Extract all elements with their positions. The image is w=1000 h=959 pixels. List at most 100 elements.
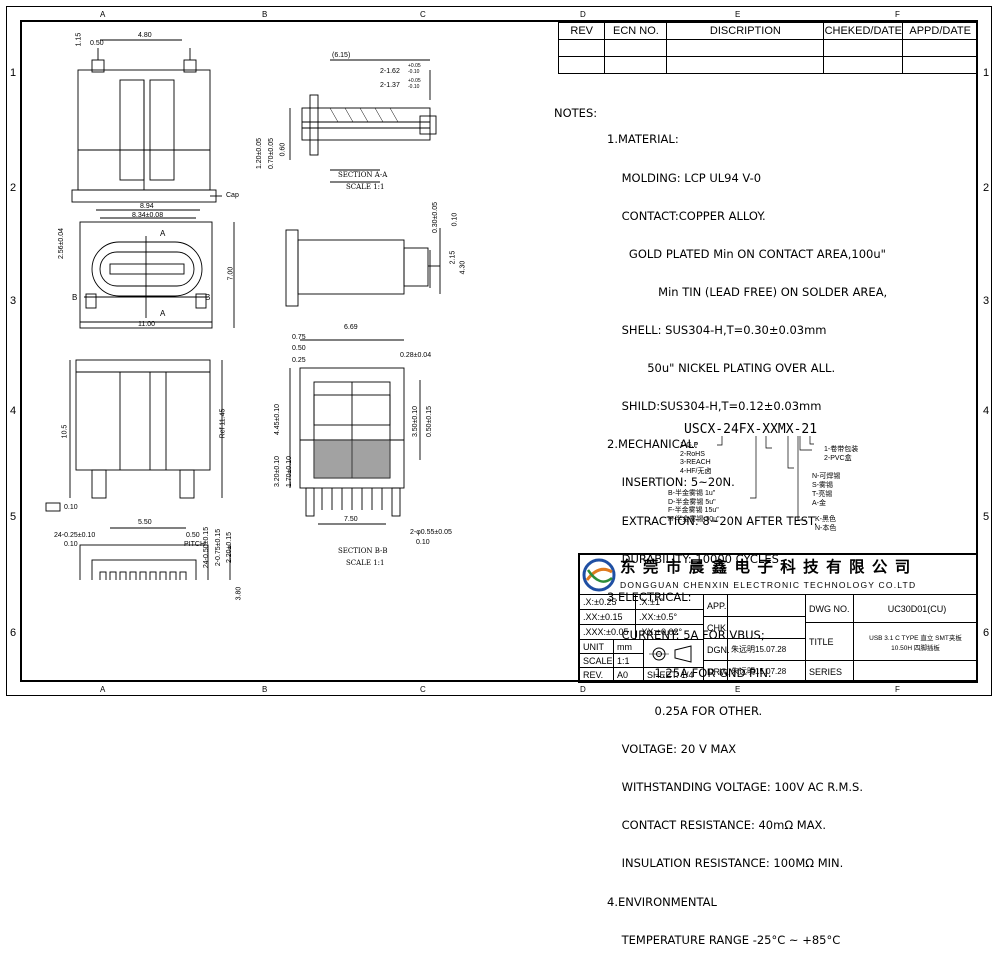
dimension-label: 4.80 — [138, 32, 152, 39]
company-name-en: DONGGUAN CHENXIN ELECTRONIC TECHNOLOGY C… — [620, 580, 917, 590]
dimension-label: 8.94 — [140, 203, 154, 210]
dimension-label: 0.10 — [451, 212, 459, 227]
dimension-label: 7.50 — [344, 516, 358, 523]
company-logo-icon — [582, 558, 616, 592]
dimension-label: 2.56±0.04 — [58, 227, 66, 260]
connector-drawing-views — [45, 39, 441, 580]
dwg-no-value: UC30D01(CU) — [854, 595, 978, 623]
note-line: WITHSTANDING VOLTAGE: 100V AC R.M.S. — [607, 780, 864, 795]
dimension-label: 0.50 — [90, 40, 104, 47]
option-item: N-本色 — [815, 524, 837, 532]
tolerance-label: -0.10 — [408, 69, 420, 75]
ecn-header: ECN NO. — [604, 22, 668, 40]
note-line: GOLD PLATED Min ON CONTACT AREA,100u" — [607, 246, 886, 261]
unit-value: mm — [614, 640, 644, 654]
side-view-2 — [285, 228, 441, 307]
dimension-label: 2-1.62 — [380, 68, 400, 75]
dimension-label: (6.15) — [332, 52, 351, 59]
tolerance-cell: .XX:±0.15 — [580, 610, 636, 625]
dimension-label: 2-φ0.55±0.05 — [410, 529, 452, 536]
front-view — [79, 209, 235, 329]
row-label: 5 — [10, 511, 17, 523]
dimension-label: Cap — [226, 192, 239, 199]
part-code: USCX-24FX-XXMX-21 — [684, 422, 818, 437]
company-name-cn: 东 莞 市 晨 鑫 电 子 科 技 有 限 公 司 — [620, 558, 912, 576]
dimension-label: 0.10 — [416, 539, 430, 546]
section-a-scale: SCALE 1:1 — [346, 183, 385, 191]
drawn-label: DRW. — [704, 661, 730, 683]
drawing-outer-frame — [6, 6, 992, 696]
dimension-label: 0.70±0.05 — [268, 137, 276, 170]
option-item: 2-PVC盒 — [824, 454, 852, 462]
option-item: D-半金雾锡 5u" — [668, 498, 716, 506]
col-label: C — [420, 10, 426, 19]
option-item: K-黑色 — [815, 516, 836, 523]
dimension-label: 0.60 — [279, 142, 287, 157]
section-b-title: SECTION B-B — [338, 547, 388, 555]
note-line: DURABILITY: 10000 CYCLES — [607, 551, 779, 566]
dimension-label: 8.34±0.08 — [132, 212, 164, 219]
dimension-label: 2.20±0.15 — [226, 531, 234, 564]
dimension-label: 0.28±0.04 — [400, 352, 432, 359]
finish-options: N-可焊锡 S-雾锡 T-亮锡 A-金 — [812, 472, 840, 508]
checked-value — [728, 617, 806, 639]
dimension-label: 0.50 — [292, 345, 306, 352]
dimension-label: 1.15 — [75, 32, 83, 47]
tolerance-label: +0.05 — [408, 63, 421, 69]
note-line: SHILD:SUS304-H,T=0.12±0.03mm — [607, 399, 822, 414]
col-label: E — [735, 10, 741, 19]
tolerance-label: -0.10 — [408, 84, 420, 90]
option-item: S-雾锡 — [812, 482, 833, 489]
top-view — [71, 39, 222, 203]
option-item: B-半金雾锡 1u" — [668, 490, 716, 497]
note-line: SHELL: SUS304-H,T=0.30±0.03mm — [607, 322, 827, 337]
dimension-label: 3.80 — [235, 586, 243, 601]
series-label: SERIES — [806, 661, 854, 683]
col-label: E — [735, 685, 741, 694]
dimension-label: 0.75 — [292, 334, 306, 341]
dimension-label: 0.50 — [186, 532, 200, 539]
col-label: B — [262, 10, 268, 19]
tolerance-cell: .XXX:±0.05 — [580, 625, 636, 640]
col-label: D — [580, 685, 586, 694]
note-line: 1.MATERIAL: — [607, 132, 679, 147]
option-item: H-半金雾锡 30u" — [668, 515, 720, 523]
projection-symbol-cell — [644, 640, 704, 668]
dimension-label: 3.50±0.10 — [412, 405, 420, 438]
note-line: VOLTAGE: 20 V MAX — [607, 742, 737, 757]
row-label: 5 — [983, 511, 990, 523]
scale-label: SCALE — [580, 654, 614, 668]
option-item: 1-G.P — [680, 442, 699, 449]
color-options: K-黑色 N-本色 — [815, 516, 836, 533]
note-line: MOLDING: LCP UL94 V-0 — [607, 170, 762, 185]
option-item: A-金 — [812, 500, 826, 507]
revision-row — [557, 39, 978, 57]
dimension-label: 0.50±0.15 — [426, 405, 434, 438]
dimension-label: 24-0.25±0.10 — [54, 532, 96, 539]
section-b-scale: SCALE 1:1 — [346, 559, 385, 567]
title-label: TITLE — [806, 623, 854, 661]
note-line: 2.MECHANICAL: — [607, 437, 698, 452]
title-value: USB 3.1 C TYPE 直立 SMT夹板 10.50H 四脚插板 — [854, 623, 978, 661]
section-b-view — [289, 339, 421, 525]
drawing-inner-frame — [20, 20, 978, 682]
note-line: INSERTION: 5~20N. — [607, 475, 735, 490]
dimension-label: 0.10 — [64, 541, 78, 548]
pack-options: 1-卷带包装 2-PVC盒 — [824, 446, 858, 463]
note-line: 0.25A FOR OTHER. — [607, 704, 763, 719]
option-item: 3-REACH — [680, 459, 711, 467]
section-marker: A — [160, 309, 166, 318]
dimension-label: 0.25 — [292, 357, 306, 364]
row-label: 6 — [10, 627, 17, 639]
section-marker: B — [205, 293, 211, 302]
option-item: T-亮锡 — [812, 491, 833, 498]
note-line: EXTRACTION: 8~20N AFTER TEST. — [607, 513, 818, 528]
drawn-value: 朱远明15.07.28 — [728, 661, 806, 683]
checked-date-header: CHEKED/DATE — [823, 22, 904, 40]
col-label: F — [895, 10, 900, 19]
title-value-line: 10.50H 四脚插板 — [891, 644, 940, 652]
dimension-label: 1.70±0.10 — [286, 455, 294, 488]
col-label: B — [262, 685, 268, 694]
note-line: 3.ELECTRICAL: — [607, 589, 692, 604]
revision-table: REV ECN NO. DISCRIPTION CHEKED/DATE APPD… — [557, 22, 978, 74]
